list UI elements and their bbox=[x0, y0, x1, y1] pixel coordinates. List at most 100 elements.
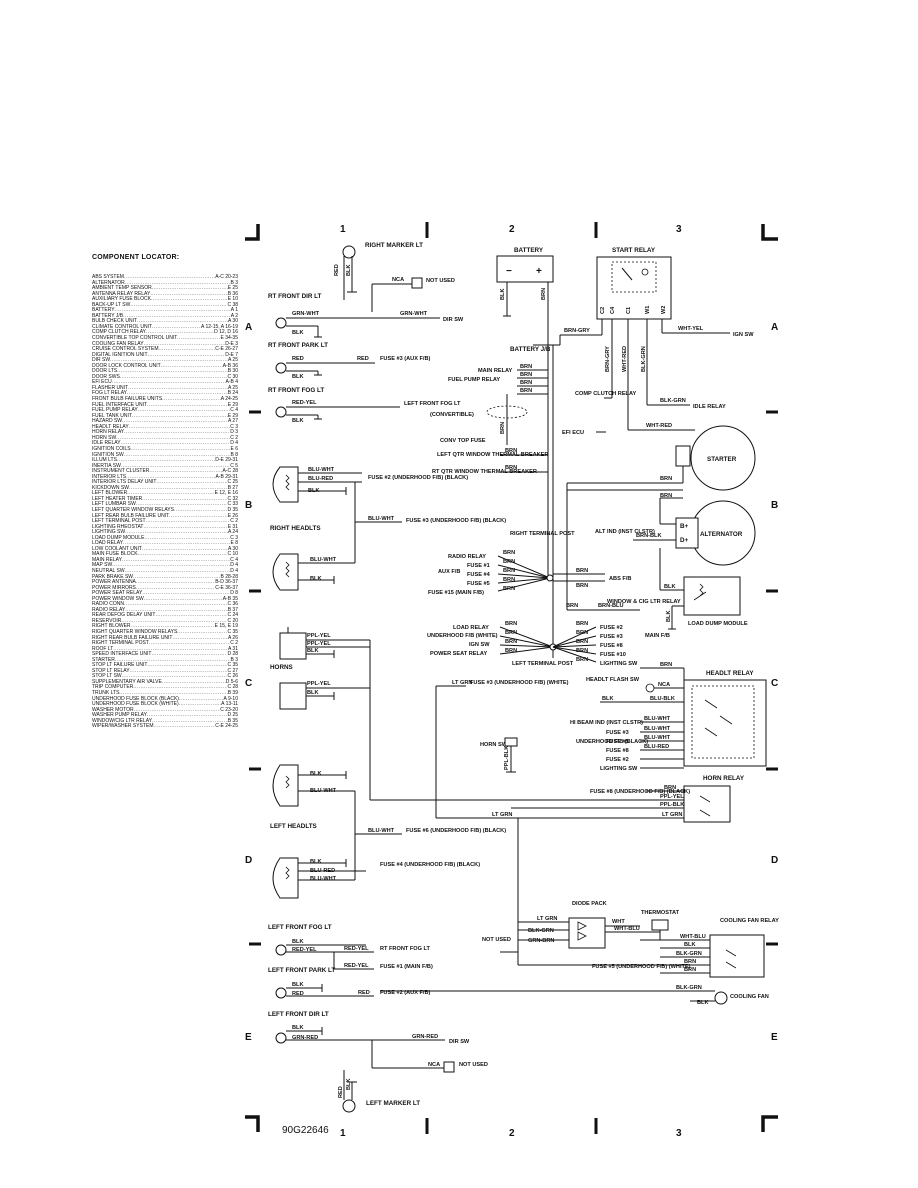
grid-row-a-right: A bbox=[771, 322, 778, 333]
fuel-pump-relay-label: FUEL PUMP RELAY bbox=[448, 377, 500, 383]
locator-entry-grid: C 33 bbox=[227, 501, 238, 508]
wire-label: PPL-YEL bbox=[660, 794, 684, 800]
locator-entry-name: BACK-UP LT SW bbox=[92, 301, 131, 308]
locator-entry-name: RESERVOIR bbox=[92, 617, 122, 624]
locator-entry-name: KICKDOWN SW bbox=[92, 484, 129, 491]
locator-entry-grid: D 12, D 16 bbox=[214, 329, 238, 336]
locator-entry: CRUISE CONTROL SYSTEMC-E 26-27 bbox=[92, 347, 238, 353]
locator-entry-name: STOP LT SW bbox=[92, 673, 122, 680]
wire-label: BRN bbox=[684, 959, 696, 965]
wire-label: FUSE #1 bbox=[467, 563, 490, 569]
locator-entry-grid: E 8 bbox=[230, 540, 238, 547]
locator-entry: NEUTRAL SWD 4 bbox=[92, 568, 238, 575]
locator-entry: IGNITION SWB 8 bbox=[92, 451, 238, 459]
locator-entry-name: DIGITAL IGNITION UNIT bbox=[92, 351, 148, 358]
locator-entry: BACK-UP LT SW C 38 bbox=[92, 301, 238, 309]
wire-label: BRN bbox=[503, 586, 515, 592]
left-front-fog-lt-label-2: LEFT FRONT FOG LT bbox=[268, 924, 332, 931]
locator-entry-name: DIR SW bbox=[92, 357, 111, 364]
locator-entry: COOLING FAN RELAYD-E 3 bbox=[92, 340, 238, 348]
main-relay-label: MAIN RELAY bbox=[478, 368, 513, 374]
locator-entry-grid: C 35 bbox=[227, 629, 238, 635]
left-terminal-post: LOAD RELAY UNDERHOOD F/B (WHITE) IGN SW … bbox=[427, 621, 670, 667]
grid-col-2-top: 2 bbox=[509, 224, 515, 235]
locator-entry-name: TRUNK LTS bbox=[92, 690, 120, 697]
wire-label: BRN bbox=[660, 662, 672, 668]
wire-label: GRN-RED bbox=[412, 1034, 438, 1040]
locator-entry-grid: C-E 24-25 bbox=[215, 723, 238, 730]
wire-label: BLU-RED bbox=[310, 868, 335, 874]
window-cig-relay-label: WINDOW & CIG LTR RELAY bbox=[607, 599, 681, 605]
wire-label: BLK bbox=[664, 584, 676, 590]
component-locator: COMPONENT LOCATOR: ABS SYSTEMA-C 20-23AL… bbox=[92, 254, 238, 730]
locator-entry-grid: C 35 bbox=[227, 662, 238, 669]
locator-entry-name: STOP LT RELAY bbox=[92, 667, 130, 674]
locator-entry-name: UNDERHOOD FUSE BLOCK (BLACK) bbox=[92, 695, 179, 702]
wire-label: BRN bbox=[684, 967, 696, 973]
locator-entry-grid: B 24 bbox=[227, 390, 238, 397]
wire-label: BRN bbox=[503, 550, 515, 556]
wire-label: FUSE #10 bbox=[600, 652, 626, 658]
locator-entry-name: AMBIENT TEMP SENSOR bbox=[92, 285, 152, 292]
wire-label: BLK-GRN bbox=[528, 928, 554, 934]
wire-label: BRN bbox=[576, 630, 588, 636]
locator-entry-grid: E 6 bbox=[230, 445, 238, 452]
locator-entry-name: HORN RELAY bbox=[92, 429, 125, 436]
wire-label: WHT bbox=[612, 919, 625, 925]
locator-entry: HORN RELAYD 3 bbox=[92, 430, 238, 436]
locator-entry-grid: C-E 36-37 bbox=[215, 584, 238, 591]
locator-list: ABS SYSTEMA-C 20-23ALTERNATORB 3AMBIENT … bbox=[92, 274, 238, 730]
locator-entry-grid: A 30 bbox=[227, 318, 238, 325]
right-terminal-post-label: RIGHT TERMINAL POST bbox=[510, 531, 575, 537]
horn-sw-label: HORN SW bbox=[480, 742, 508, 748]
locator-entry-grid: A 31 bbox=[227, 645, 238, 652]
locator-entry-grid: C 38 bbox=[227, 301, 238, 308]
locator-entry: INERTIA SWC 5 bbox=[92, 462, 238, 470]
locator-entry-name: FRONT BULB FAILURE UNITS bbox=[92, 396, 163, 403]
wire-label: RED bbox=[334, 264, 340, 276]
grid-labels: 1 2 3 1 2 3 A B C D E A B C D E bbox=[245, 224, 778, 1139]
horns-label: HORNS bbox=[270, 664, 293, 671]
grid-row-c-right: C bbox=[771, 678, 778, 689]
locator-entry: ROOF LTA 31 bbox=[92, 645, 238, 653]
start-relay: START RELAY C2 C4 C1 W1 W2 WHT-YEL IGN S… bbox=[560, 247, 754, 431]
locator-entry-grid: E 12, E 16 bbox=[214, 490, 238, 497]
wire-label: − bbox=[506, 266, 512, 277]
locator-entry-grid: C 25 bbox=[227, 479, 238, 486]
wire-label: BRN bbox=[520, 364, 532, 370]
wire-label: FUSE #5 bbox=[606, 739, 629, 745]
wire-label: WHT-BLU bbox=[680, 934, 706, 940]
locator-entry-name: COOLING FAN RELAY bbox=[92, 340, 144, 347]
wire-label: LT GRN bbox=[492, 812, 512, 818]
locator-entry-grid: E 29 bbox=[227, 401, 238, 408]
locator-entry-name: INTERIOR LTS DELAY UNIT bbox=[92, 479, 157, 486]
locator-entry-grid: B 8 bbox=[230, 451, 238, 458]
load-relay-label: LOAD RELAY bbox=[453, 625, 489, 631]
abs-fb-label: ABS F/B bbox=[609, 576, 631, 582]
locator-entry: DIGITAL IGNITION UNITD-E 7 bbox=[92, 351, 238, 359]
locator-entry-name: CLIMATE CONTROL UNIT bbox=[92, 323, 153, 330]
wire-label: BLK bbox=[307, 648, 319, 654]
wire-label: GRN-WHT bbox=[400, 311, 428, 317]
wire-label: BLK bbox=[666, 611, 672, 623]
locator-entry: ABS SYSTEMA-C 20-23 bbox=[92, 274, 238, 281]
wire-label: FUSE #5 bbox=[467, 581, 490, 587]
left-front-park-lt-label: LEFT FRONT PARK LT bbox=[268, 967, 335, 974]
locator-entry-name: INSTRUMENT CLUSTER bbox=[92, 468, 150, 475]
grid-row-e-right: E bbox=[771, 1032, 778, 1043]
locator-entry-grid: C 4 bbox=[230, 556, 238, 563]
locator-entry-grid: C 5 bbox=[230, 462, 238, 469]
locator-entry-name: TRIP COMPUTER bbox=[92, 684, 134, 691]
wire-label: RED bbox=[292, 356, 304, 362]
locator-entry: WASHER MOTORC 23-20 bbox=[92, 707, 238, 714]
wire-label: BRN-BLK bbox=[636, 533, 661, 539]
not-used-2-label: NOT USED bbox=[482, 937, 511, 943]
locator-entry: RIGHT TERMINAL POSTC 2 bbox=[92, 641, 238, 647]
wire-label: BLK bbox=[292, 939, 304, 945]
locator-entry-grid: B 27 bbox=[227, 484, 238, 491]
wire-label: BRN bbox=[503, 577, 515, 583]
locator-entry: RIGHT QUARTER WINDOW RELAYSC 35 bbox=[92, 629, 238, 636]
rt-front-park-lt-label: RT FRONT PARK LT bbox=[268, 342, 328, 349]
ign-sw-label: IGN SW bbox=[733, 332, 754, 338]
